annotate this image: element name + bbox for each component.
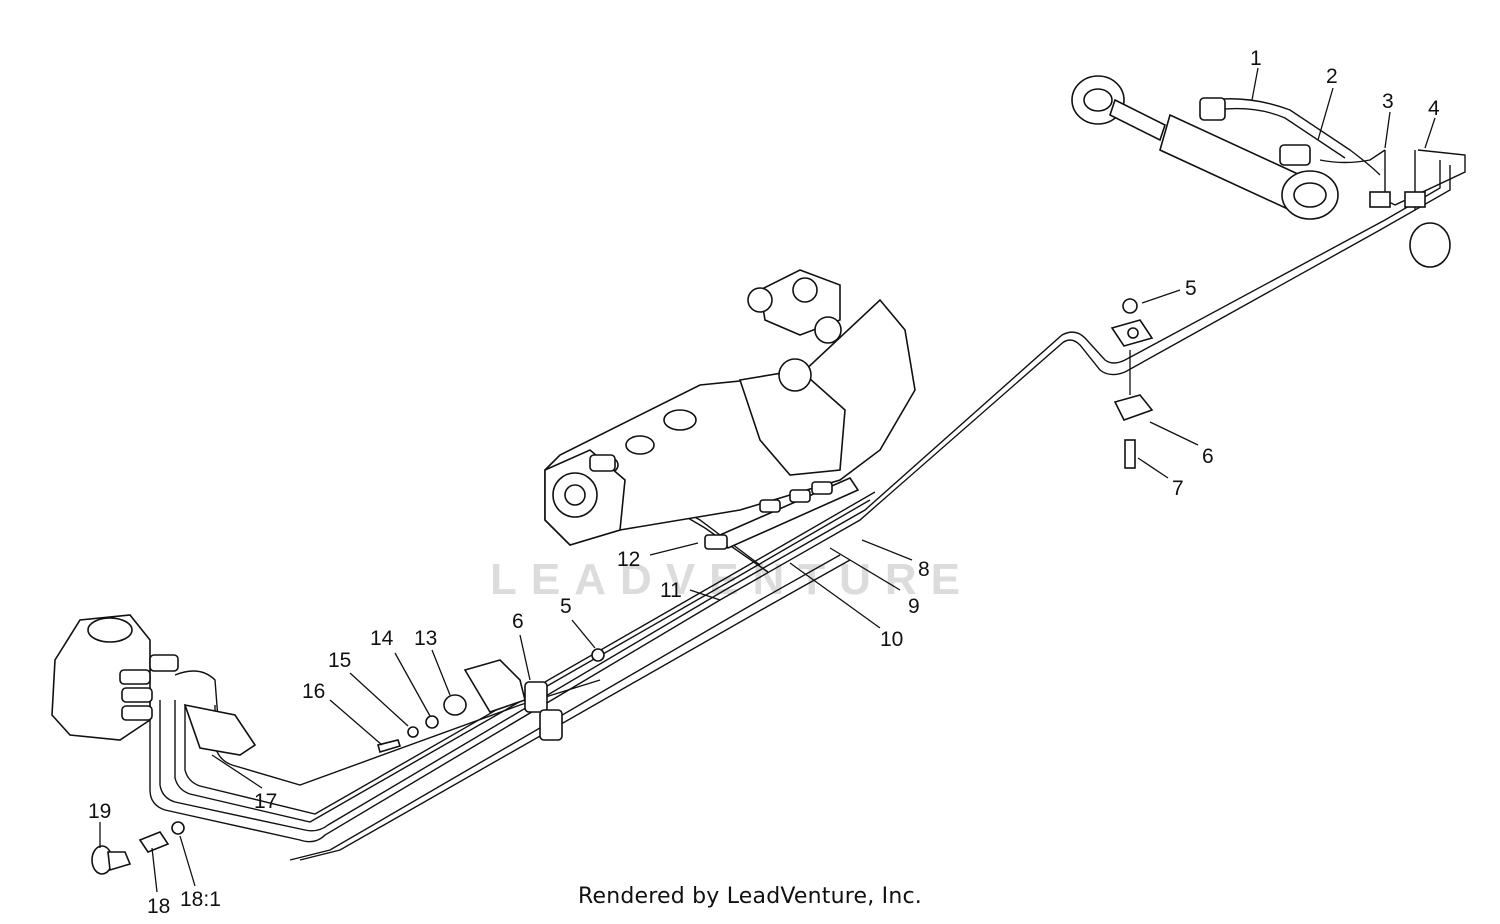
callout-10: 10 xyxy=(880,628,903,651)
tube-clamp-right xyxy=(1110,298,1154,469)
callouts: 1 2 3 4 5 6 7 8 9 10 11 12 5 6 13 14 15 … xyxy=(88,47,1440,918)
callout-5-lower: 5 xyxy=(560,595,572,618)
leader-lines xyxy=(99,67,1436,893)
callout-6-upper: 6 xyxy=(1202,445,1214,468)
fitting-set xyxy=(91,821,185,875)
callout-3: 3 xyxy=(1382,90,1394,113)
callout-5-upper: 5 xyxy=(1185,277,1197,300)
callout-2: 2 xyxy=(1326,65,1338,88)
callout-18-1: 18:1 xyxy=(180,888,221,911)
callout-16: 16 xyxy=(302,680,325,703)
render-credit: Rendered by LeadVenture, Inc. xyxy=(578,884,922,909)
hydrostatic-pump xyxy=(544,269,916,546)
callout-6-lower: 6 xyxy=(512,610,524,633)
callout-9: 9 xyxy=(908,595,920,618)
callout-15: 15 xyxy=(328,649,351,672)
callout-1: 1 xyxy=(1250,47,1262,70)
hydraulic-cylinder xyxy=(1071,75,1451,268)
callout-19: 19 xyxy=(88,800,111,823)
callout-17: 17 xyxy=(254,790,277,813)
manifold-bracket xyxy=(704,476,860,550)
callout-8: 8 xyxy=(918,558,930,581)
callout-12: 12 xyxy=(617,548,640,571)
tube-clamp-left xyxy=(377,648,605,753)
callout-11: 11 xyxy=(660,579,682,602)
callout-4: 4 xyxy=(1428,97,1440,120)
hydraulic-lines xyxy=(149,98,1466,861)
callout-18: 18 xyxy=(147,895,170,918)
callout-14: 14 xyxy=(370,627,394,650)
callout-7: 7 xyxy=(1172,477,1184,500)
drive-motor xyxy=(51,614,257,756)
callout-13: 13 xyxy=(414,627,437,650)
